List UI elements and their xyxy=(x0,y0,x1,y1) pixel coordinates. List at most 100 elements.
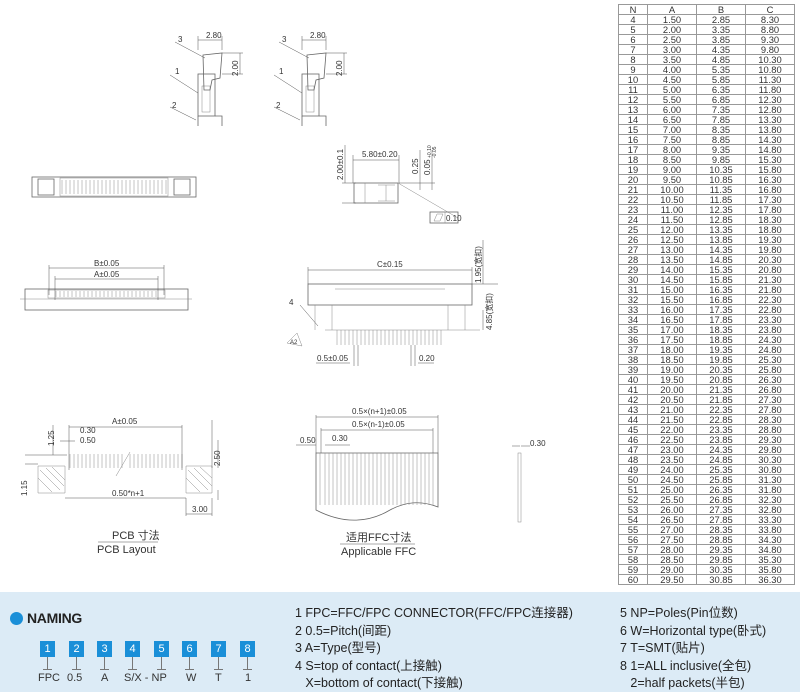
table-cell-a: 29.00 xyxy=(647,564,697,575)
table-cell-b: 14.35 xyxy=(696,244,746,255)
table-cell-n: 53 xyxy=(618,504,648,515)
naming-box-5: 5 xyxy=(154,641,169,657)
table-cell-c: 10.30 xyxy=(745,54,795,65)
table-cell-c: 25.80 xyxy=(745,364,795,375)
table-cell-n: 20 xyxy=(618,174,648,185)
ffc-title-cn: 适用FFC寸法 xyxy=(346,530,411,544)
bullet-icon xyxy=(10,612,23,625)
table-cell-n: 5 xyxy=(618,24,648,35)
table-cell-b: 7.85 xyxy=(696,114,746,125)
table-cell-n: 52 xyxy=(618,494,648,505)
table-cell-a: 16.00 xyxy=(647,304,697,315)
table-cell-c: 31.80 xyxy=(745,484,795,495)
pcb-title-en: PCB Layout xyxy=(97,544,156,556)
naming-title: NAMING xyxy=(27,610,82,626)
table-cell-n: 35 xyxy=(618,324,648,335)
table-cell-n: 50 xyxy=(618,474,648,485)
table-cell-c: 32.30 xyxy=(745,494,795,505)
table-cell-n: 7 xyxy=(618,44,648,55)
leader-line xyxy=(104,657,105,670)
table-cell-n: 33 xyxy=(618,304,648,315)
naming-description: 1 FPC=FFC/FPC CONNECTOR(FFC/FPC连接器) xyxy=(295,606,573,620)
naming-box-8: 8 xyxy=(240,641,255,657)
table-cell-b: 19.35 xyxy=(696,344,746,355)
table-cell-n: 51 xyxy=(618,484,648,495)
table-cell-a: 2.50 xyxy=(647,34,697,45)
table-cell-c: 21.30 xyxy=(745,274,795,285)
table-cell-b: 21.85 xyxy=(696,394,746,405)
naming-description: 6 W=Horizontal type(卧式) xyxy=(620,623,767,638)
table-cell-b: 12.35 xyxy=(696,204,746,215)
leader-line xyxy=(132,657,133,670)
dim-thickness: 0.30 xyxy=(530,439,546,448)
table-cell-b: 17.85 xyxy=(696,314,746,325)
callout-2: 2 xyxy=(276,101,281,110)
table-cell-b: 3.35 xyxy=(696,24,746,35)
dim-115: 1.15 xyxy=(20,480,29,496)
table-cell-c: 16.80 xyxy=(745,184,795,195)
code-smt: T xyxy=(215,672,222,684)
table-cell-a: 22.00 xyxy=(647,424,697,435)
table-cell-a: 11.50 xyxy=(647,214,697,225)
table-cell-b: 11.35 xyxy=(696,184,746,195)
table-cell-n: 59 xyxy=(618,564,648,575)
table-cell-n: 41 xyxy=(618,384,648,395)
table-cell-b: 9.85 xyxy=(696,154,746,165)
table-cell-c: 18.80 xyxy=(745,224,795,235)
leader-line xyxy=(218,657,219,670)
table-cell-a: 14.50 xyxy=(647,274,697,285)
code-horizontal: W xyxy=(186,672,197,684)
table-cell-n: 11 xyxy=(618,84,648,95)
header-b: B xyxy=(696,4,746,15)
leader-line xyxy=(47,657,48,670)
dim-height-2: 4.85(宽扣) xyxy=(484,293,494,330)
table-cell-c: 19.80 xyxy=(745,244,795,255)
callout-1: 1 xyxy=(175,67,180,76)
table-cell-b: 19.85 xyxy=(696,354,746,365)
callout-1: 1 xyxy=(279,67,284,76)
table-cell-a: 17.00 xyxy=(647,324,697,335)
naming-description: 2=half packets(半包) xyxy=(620,676,745,690)
table-cell-b: 6.85 xyxy=(696,94,746,105)
table-cell-n: 28 xyxy=(618,254,648,265)
table-cell-n: 31 xyxy=(618,284,648,295)
table-cell-c: 8.80 xyxy=(745,24,795,35)
table-cell-c: 31.30 xyxy=(745,474,795,485)
tol-plus: +0.10 xyxy=(427,145,433,158)
table-cell-b: 24.85 xyxy=(696,454,746,465)
top-view xyxy=(31,176,197,198)
table-cell-a: 3.50 xyxy=(647,54,697,65)
table-cell-c: 30.80 xyxy=(745,464,795,475)
table-cell-b: 21.35 xyxy=(696,384,746,395)
table-cell-a: 19.50 xyxy=(647,374,697,385)
table-cell-b: 28.85 xyxy=(696,534,746,545)
table-cell-n: 16 xyxy=(618,134,648,145)
table-cell-c: 10.80 xyxy=(745,64,795,75)
callout-3: 3 xyxy=(282,35,287,44)
table-cell-a: 6.50 xyxy=(647,114,697,125)
table-cell-c: 9.30 xyxy=(745,34,795,45)
dim-height-1: 1.95(宽扣) xyxy=(473,246,483,283)
leader-base xyxy=(214,669,223,670)
datum-a2: A2 xyxy=(290,340,298,346)
table-cell-n: 9 xyxy=(618,64,648,75)
table-cell-a: 27.00 xyxy=(647,524,697,535)
table-cell-b: 10.35 xyxy=(696,164,746,175)
table-cell-c: 35.30 xyxy=(745,554,795,565)
naming-description: X=bottom of contact(下接触) xyxy=(295,676,463,690)
dim-pitch: 0.5±0.05 xyxy=(317,354,349,363)
table-cell-c: 13.80 xyxy=(745,124,795,135)
dim-b: B±0.05 xyxy=(94,259,120,268)
code-type: A xyxy=(101,672,109,684)
